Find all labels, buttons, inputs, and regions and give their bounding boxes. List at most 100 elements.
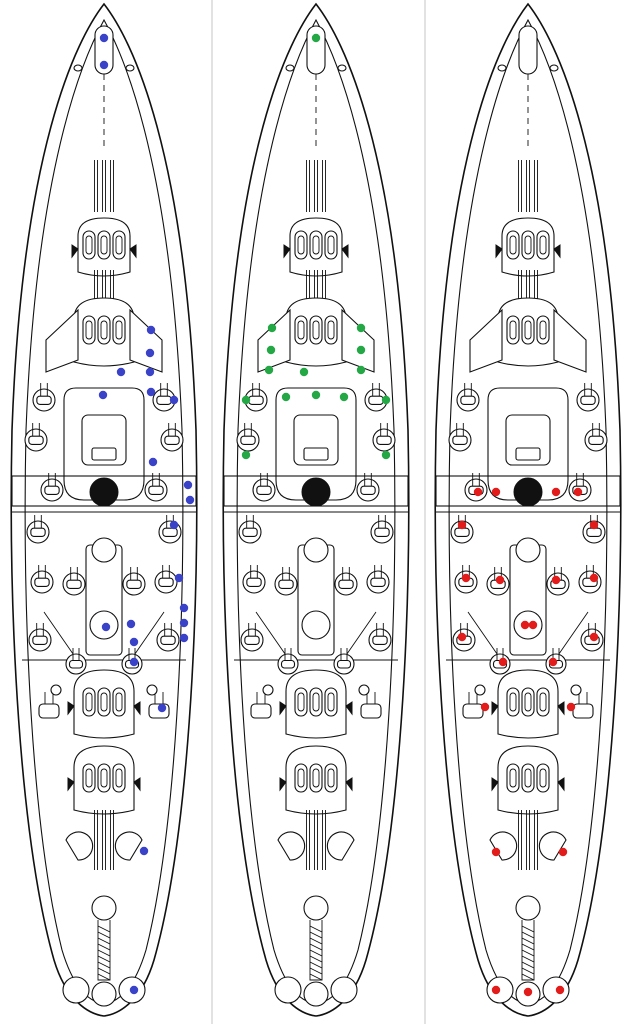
mount-body — [68, 659, 84, 669]
walkway-truss — [521, 931, 535, 939]
turret-hatch — [294, 230, 308, 260]
turret-hatch — [112, 763, 126, 793]
turret-hatch — [294, 763, 308, 793]
turret-hatch-inner — [115, 692, 123, 712]
position-marker — [311, 33, 321, 43]
walkway-truss — [521, 955, 535, 963]
stern-bollard — [303, 981, 329, 1007]
aa-shield — [250, 703, 272, 719]
secondary-mount — [242, 565, 266, 594]
turret-hatch-inner — [327, 768, 335, 788]
turret-hatch — [536, 315, 550, 345]
gun-barrels — [518, 270, 538, 300]
aft-aa-tub — [538, 831, 567, 861]
secondary-mount — [356, 473, 380, 502]
secondary-mount — [240, 623, 264, 652]
turret-hatch — [324, 315, 338, 345]
aa-director — [50, 684, 62, 696]
mount-body — [162, 527, 178, 537]
position-marker — [129, 985, 139, 995]
mount-body — [242, 527, 258, 537]
aft-capstan — [515, 895, 541, 921]
mount-body — [148, 485, 164, 495]
walkway-truss — [309, 973, 323, 981]
bridge-window — [303, 447, 329, 461]
turret-hatch — [82, 230, 96, 260]
position-marker — [145, 348, 155, 358]
position-marker — [551, 575, 561, 585]
secondary-mount — [40, 473, 64, 502]
hawse-pipe — [549, 64, 559, 72]
turret-side-detail — [67, 777, 75, 792]
aa-gun-stand — [38, 692, 60, 719]
aft-capstan — [303, 895, 329, 921]
position-marker — [185, 495, 195, 505]
turret-hatch-inner — [539, 235, 547, 255]
turret-hatch-inner — [100, 692, 108, 712]
turret-hatch — [112, 315, 126, 345]
turret-hatch-inner — [100, 235, 108, 255]
walkway-truss — [309, 955, 323, 963]
gun-barrels — [94, 270, 114, 300]
turret-hatch — [536, 687, 550, 717]
secondary-mount — [584, 423, 608, 452]
bridge-window — [91, 447, 117, 461]
turret-side-detail — [557, 777, 565, 792]
aa-shield — [38, 703, 60, 719]
turret-side-detail — [341, 244, 349, 259]
mount-body — [588, 435, 604, 445]
hawse-pipe — [497, 64, 507, 72]
position-marker — [179, 633, 189, 643]
stern-bollard — [274, 976, 302, 1004]
mount-body — [36, 395, 52, 405]
position-marker — [589, 632, 599, 642]
turret-side-detail — [279, 777, 287, 792]
hull-outline — [434, 2, 622, 1017]
turret-hatch — [82, 763, 96, 793]
gun-barrels — [94, 160, 114, 212]
hawse-pipe — [285, 64, 295, 72]
stern-bollard — [62, 976, 90, 1004]
secondary-mount — [450, 515, 474, 544]
position-marker — [148, 457, 158, 467]
position-marker — [356, 323, 366, 333]
mount-body — [280, 659, 296, 669]
ship-plan-panel-1 — [10, 2, 198, 1017]
turret-hatch — [97, 315, 111, 345]
turret-hatch-inner — [509, 692, 517, 712]
turret-hatch-inner — [539, 320, 547, 340]
position-marker — [491, 847, 501, 857]
marker-layer — [241, 33, 391, 460]
aa-shield — [572, 703, 594, 719]
turret-hatch — [309, 230, 323, 260]
position-marker — [101, 622, 111, 632]
turret-hatch-inner — [312, 692, 320, 712]
turret-hatch-inner — [539, 768, 547, 788]
aa-shield — [360, 703, 382, 719]
aft-aa-tub — [277, 831, 306, 861]
main-turret — [67, 669, 141, 739]
turret-side-detail — [67, 701, 75, 716]
position-marker — [473, 487, 483, 497]
secondary-mount — [24, 423, 48, 452]
walkway-truss — [97, 973, 111, 981]
mount-body — [580, 395, 596, 405]
position-marker — [129, 637, 139, 647]
turret-hatch — [82, 687, 96, 717]
position-marker — [356, 365, 366, 375]
aft-aa-tub — [326, 831, 355, 861]
gun-barrels — [94, 810, 114, 870]
mount-body — [454, 527, 470, 537]
turret-hatch-inner — [524, 768, 532, 788]
position-marker — [528, 620, 538, 630]
turret-hatch — [521, 763, 535, 793]
turret-side-detail — [495, 244, 503, 259]
position-marker — [281, 392, 291, 402]
secondary-mount — [370, 515, 394, 544]
mount-body — [28, 435, 44, 445]
bow-capstan — [306, 25, 326, 75]
turret-hatch — [294, 687, 308, 717]
position-marker — [589, 573, 599, 583]
turret-hatch — [521, 230, 535, 260]
mount-body — [256, 485, 272, 495]
